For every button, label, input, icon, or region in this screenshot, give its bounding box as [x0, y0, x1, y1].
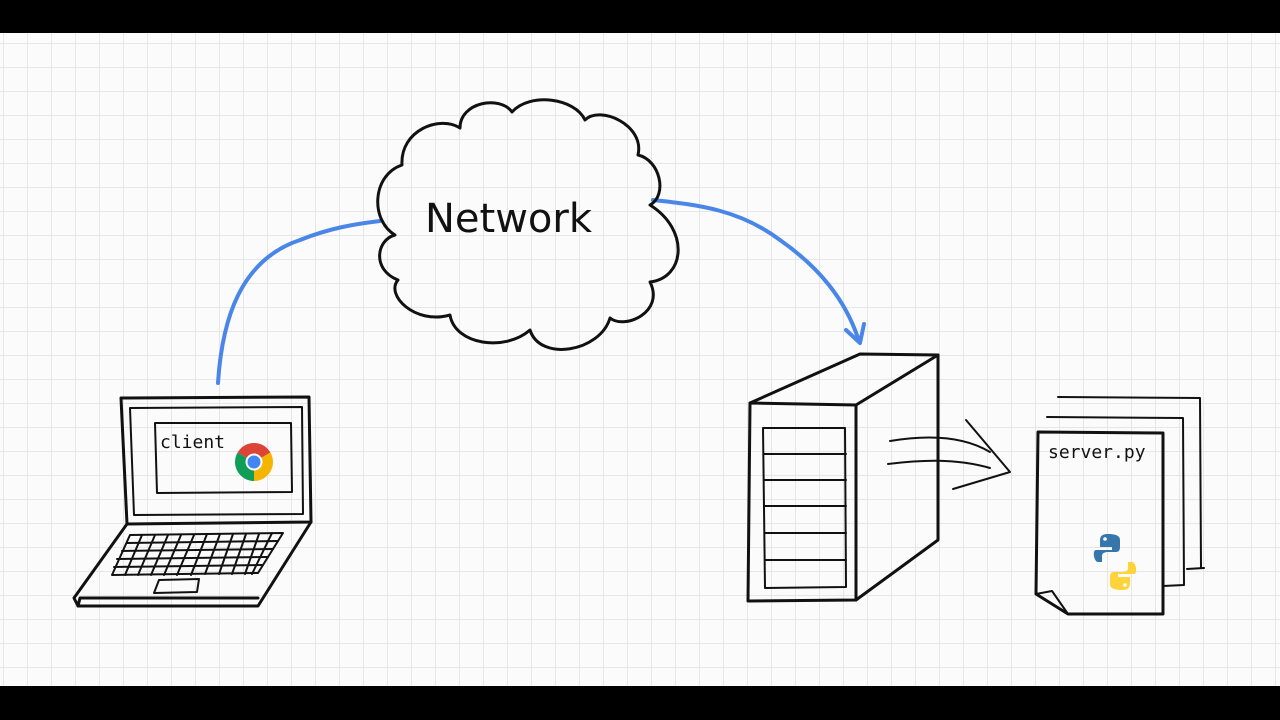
server-file-label: server.py	[1048, 442, 1146, 463]
server-file-stack: server.py	[1034, 396, 1205, 616]
network-label: Network	[425, 196, 593, 242]
server-to-file-arrow	[887, 419, 1011, 490]
client-laptop: client	[72, 395, 313, 608]
chrome-icon	[235, 443, 273, 481]
client-label: client	[160, 432, 225, 453]
network-to-server-arrowhead	[844, 322, 866, 345]
server-tower	[746, 352, 940, 603]
network-to-server-arrow	[651, 198, 860, 340]
python-icon	[1093, 534, 1137, 590]
client-server-diagram: Network client	[72, 98, 1205, 616]
client-to-network-arrow	[216, 219, 382, 385]
whiteboard-canvas: Network client	[0, 33, 1280, 686]
network-cloud: Network	[376, 98, 680, 351]
